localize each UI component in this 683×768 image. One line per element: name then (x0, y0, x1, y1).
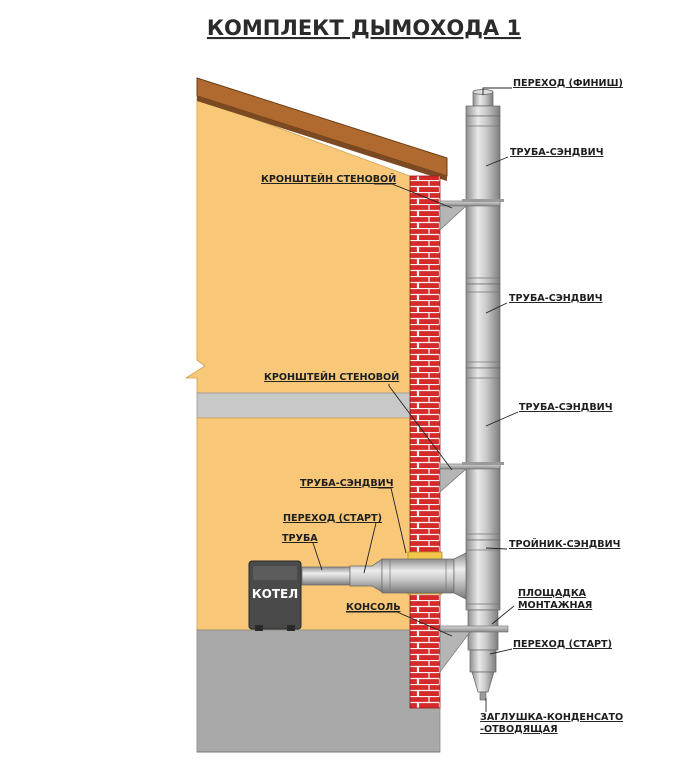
console-platform (439, 625, 509, 673)
label-sandwich-pipe-horizontal: ТРУБА-СЭНДВИЧ (300, 478, 393, 489)
label-transition-finish: ПЕРЕХОД (ФИНИШ) (513, 78, 623, 89)
wall-bracket-upper (439, 199, 504, 231)
label-mounting-platform-1: ПЛОЩАДКА (518, 588, 587, 599)
labels: ПЕРЕХОД (ФИНИШ) ТРУБА-СЭНДВИЧ КРОНШТЕЙН … (261, 78, 623, 735)
boiler-pipe (301, 566, 351, 586)
house-wall (184, 97, 441, 753)
lower-wall (196, 417, 411, 631)
label-condensate-cap-1: ЗАГЛУШКА-КОНДЕНСАТО (480, 712, 623, 723)
diagram-title: КОМПЛЕКТ ДЫМОХОДА 1 (207, 16, 521, 40)
label-tee-sandwich: ТРОЙНИК-СЭНДВИЧ (509, 537, 620, 550)
sandwich-pipe-segment-2 (465, 283, 501, 369)
label-condensate-cap-2: -ОТВОДЯЩАЯ (480, 724, 558, 735)
roof (196, 77, 448, 181)
floor-slab (196, 392, 411, 419)
leader-lines (312, 87, 519, 712)
label-mounting-platform-2: МОНТАЖНАЯ (518, 600, 592, 611)
sandwich-pipe-horizontal (381, 558, 455, 594)
label-sandwich-pipe-1: ТРУБА-СЭНДВИЧ (510, 147, 603, 158)
boiler-label: КОТЕЛ (252, 587, 298, 601)
horizontal-flue (301, 552, 467, 600)
label-transition-start-vertical: ПЕРЕХОД (СТАРТ) (513, 639, 612, 650)
tee-sandwich (465, 539, 501, 611)
label-sandwich-pipe-3: ТРУБА-СЭНДВИЧ (519, 402, 612, 413)
condensate-cap (471, 671, 495, 693)
vertical-chimney (465, 89, 501, 701)
label-sandwich-pipe-2: ТРУБА-СЭНДВИЧ (509, 293, 602, 304)
label-wall-bracket-2: КРОНШТЕЙН СТЕНОВОЙ (264, 370, 399, 383)
label-console: КОНСОЛЬ (346, 602, 401, 613)
brick-wall (409, 175, 441, 709)
label-wall-bracket-1: КРОНШТЕЙН СТЕНОВОЙ (261, 172, 396, 185)
ground-slab (196, 629, 441, 753)
sandwich-pipe-segment-3 (465, 367, 501, 541)
wall-bracket-lower (439, 462, 504, 493)
label-pipe: ТРУБА (282, 533, 318, 544)
label-transition-start-horizontal: ПЕРЕХОД (СТАРТ) (283, 513, 382, 524)
boiler: КОТЕЛ (248, 560, 302, 631)
